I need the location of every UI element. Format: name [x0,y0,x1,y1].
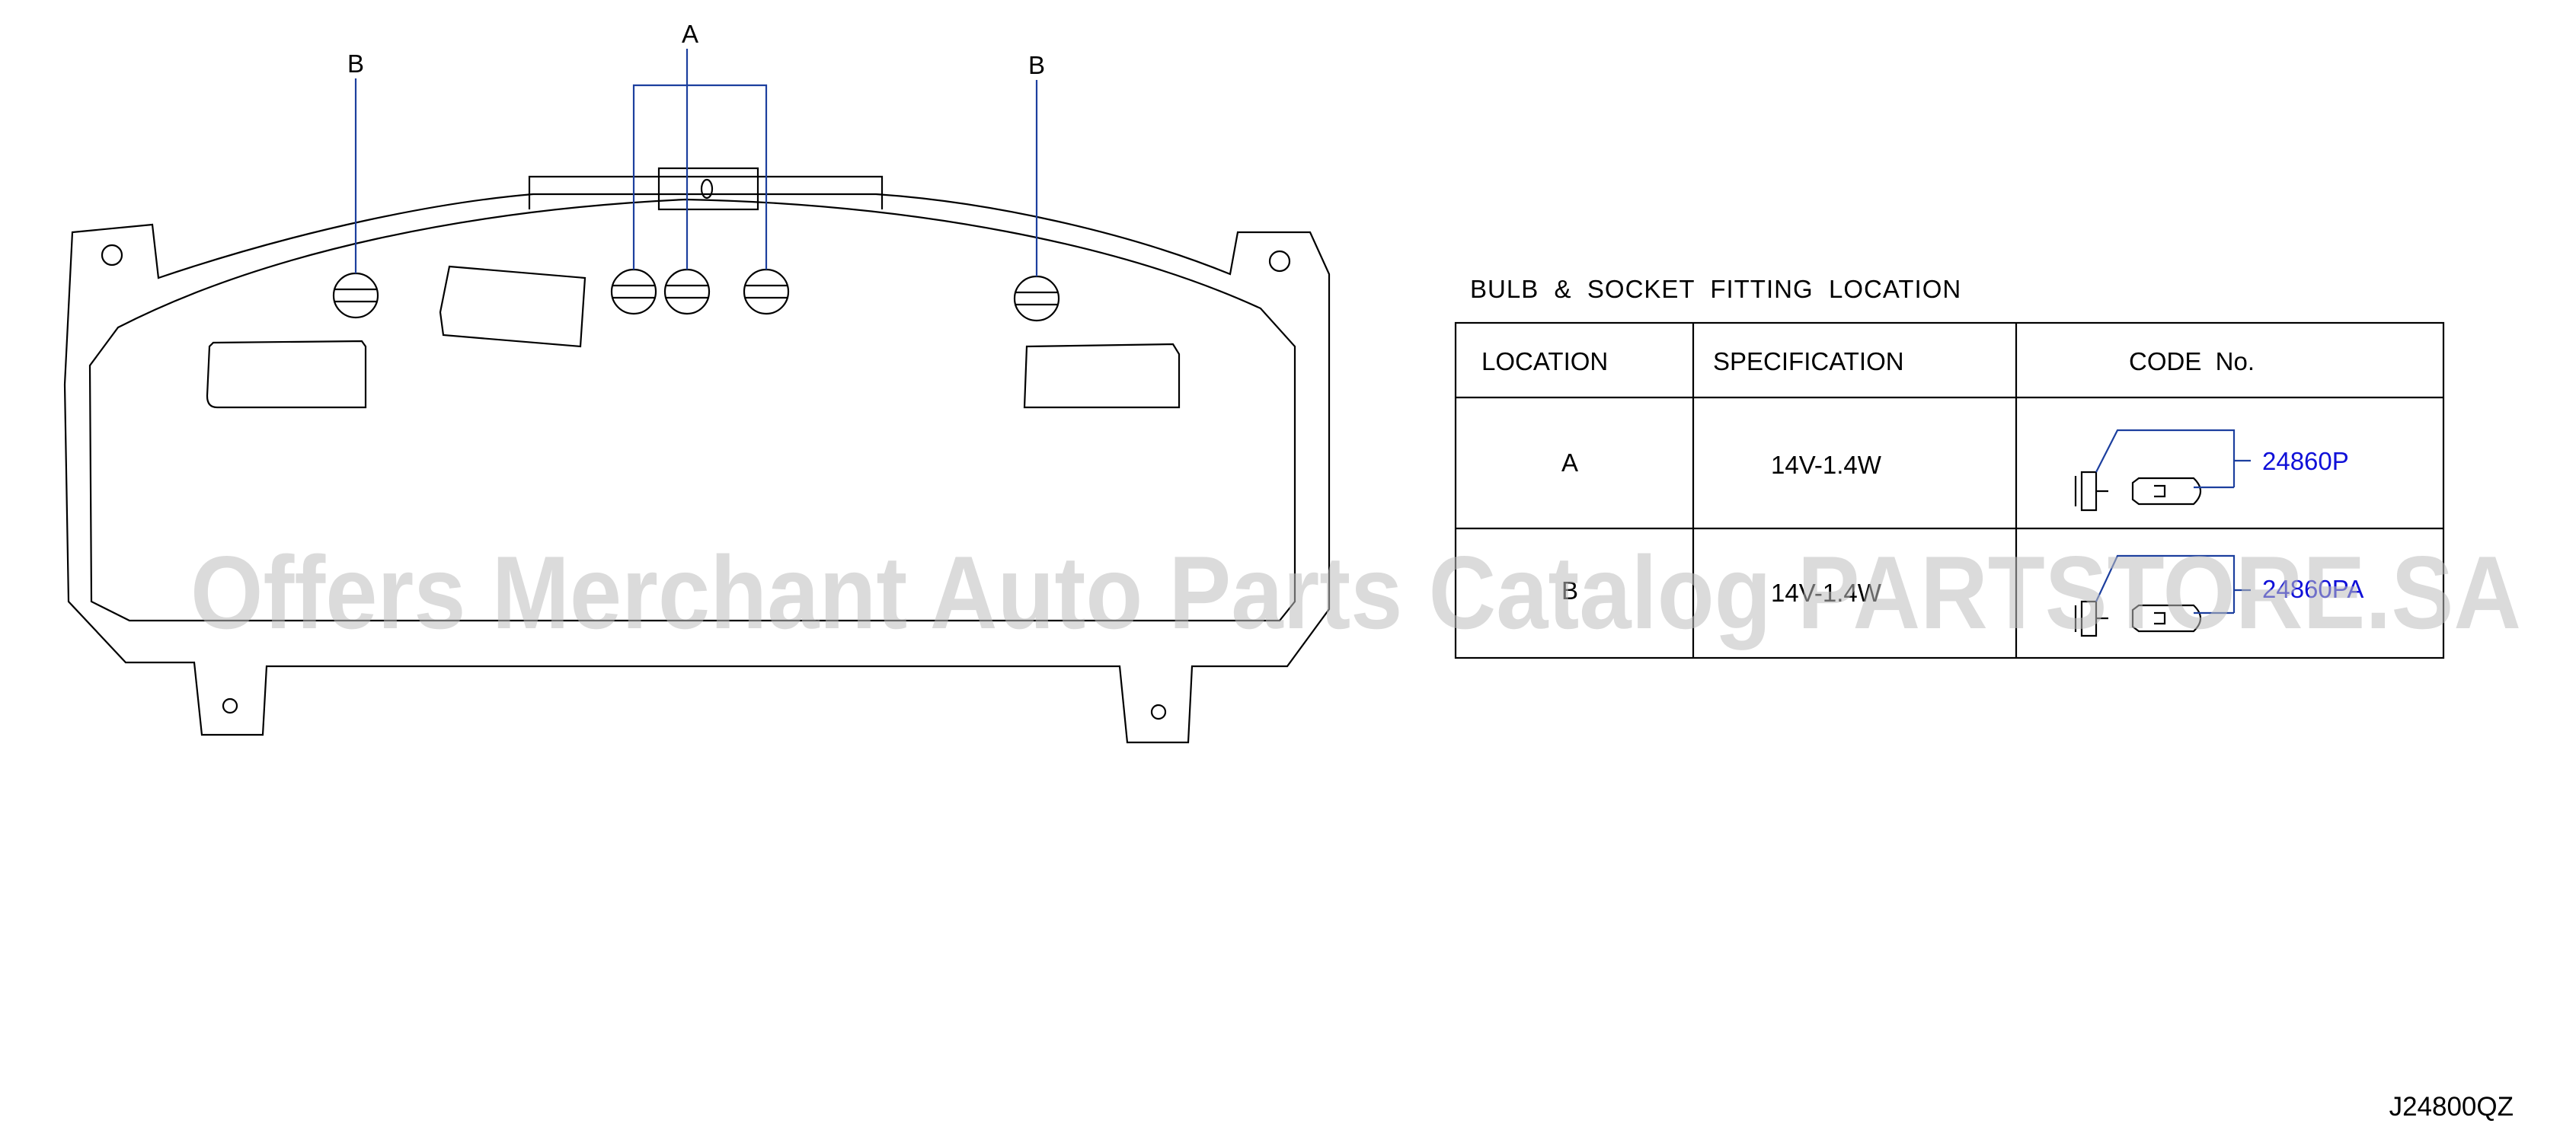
cluster-top-tab [528,175,884,209]
cluster-center-clip-hole [700,178,714,200]
row-a-location: A [1561,448,1578,477]
mounting-hole-bottom-left [222,697,238,714]
table-title: BULB & SOCKET FITTING LOCATION [1470,275,1961,303]
watermark-text: Offers Merchant Auto Parts Catalog PARTS… [190,535,2521,650]
mounting-hole-right [1268,250,1291,273]
gauge-window-right [1023,343,1181,409]
row-b-location: B [1561,576,1578,605]
mounting-hole-bottom-right [1150,704,1167,720]
cluster-drawing: B A B [63,20,1331,744]
mounting-hole-left [101,244,123,267]
bulb-socket-a-1 [610,268,657,315]
callout-label-b-right: B [1028,51,1045,79]
row-b-bulb-socket-icon [2074,554,2251,637]
leader-line-a [632,49,768,270]
drawing-number: J24800QZ [2389,1092,2514,1122]
bulb-socket-b-right [1013,275,1060,322]
row-b-specification: 14V-1.4W [1771,579,1882,607]
bulb-socket-b-left [332,272,379,319]
bulb-socket-a-2 [663,268,711,315]
row-a-bulb-socket-icon [2074,429,2251,512]
cluster-inner-bezel [88,198,1296,622]
header-specification: SPECIFICATION [1713,347,1904,375]
cluster-center-clip [657,167,759,211]
bulb-socket-a-3 [743,268,790,315]
callout-label-b-left: B [347,49,364,78]
row-b-code: 24860PA [2262,575,2363,603]
gauge-window-left [206,340,367,409]
header-location: LOCATION [1481,347,1608,375]
header-code-no: CODE No. [2129,347,2255,375]
gauge-window-center [439,265,586,348]
row-a-specification: 14V-1.4W [1771,451,1882,479]
cluster-housing-outline [63,193,1331,744]
callout-label-a: A [682,20,698,48]
bulb-socket-table: BULB & SOCKET FITTING LOCATION LOCATION … [1454,275,2445,659]
row-a-code: 24860P [2262,447,2349,475]
